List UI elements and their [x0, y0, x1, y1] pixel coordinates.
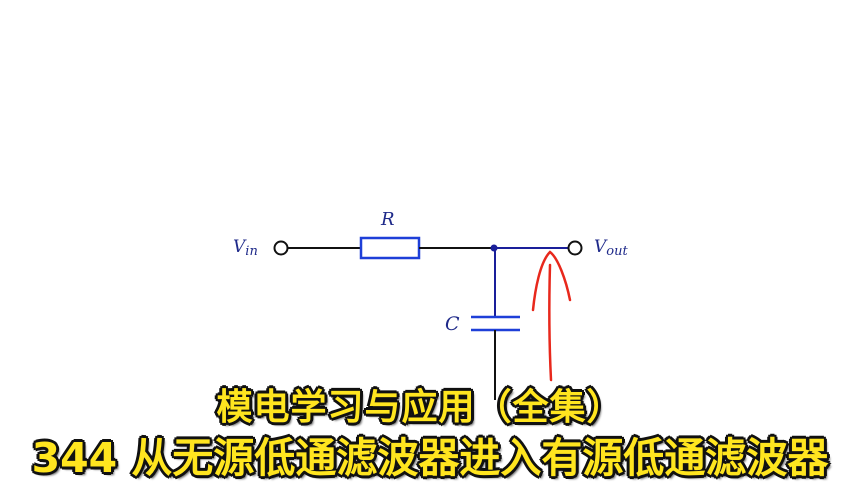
resistor-label: R [381, 209, 395, 230]
vout-label: Vout [594, 237, 628, 259]
capacitor-label: C [445, 313, 460, 335]
vin-label: Vin [233, 237, 258, 259]
caption-series-title: 模电学习与应用（全集） [215, 386, 624, 429]
vout-terminal [567, 240, 583, 256]
vin-terminal [273, 240, 289, 256]
red-arrow-annotation-icon [531, 250, 572, 382]
caption-episode-title: 344 从无源低通滤波器进入有源低通滤波器 [31, 433, 830, 483]
resistor-symbol [359, 236, 421, 260]
